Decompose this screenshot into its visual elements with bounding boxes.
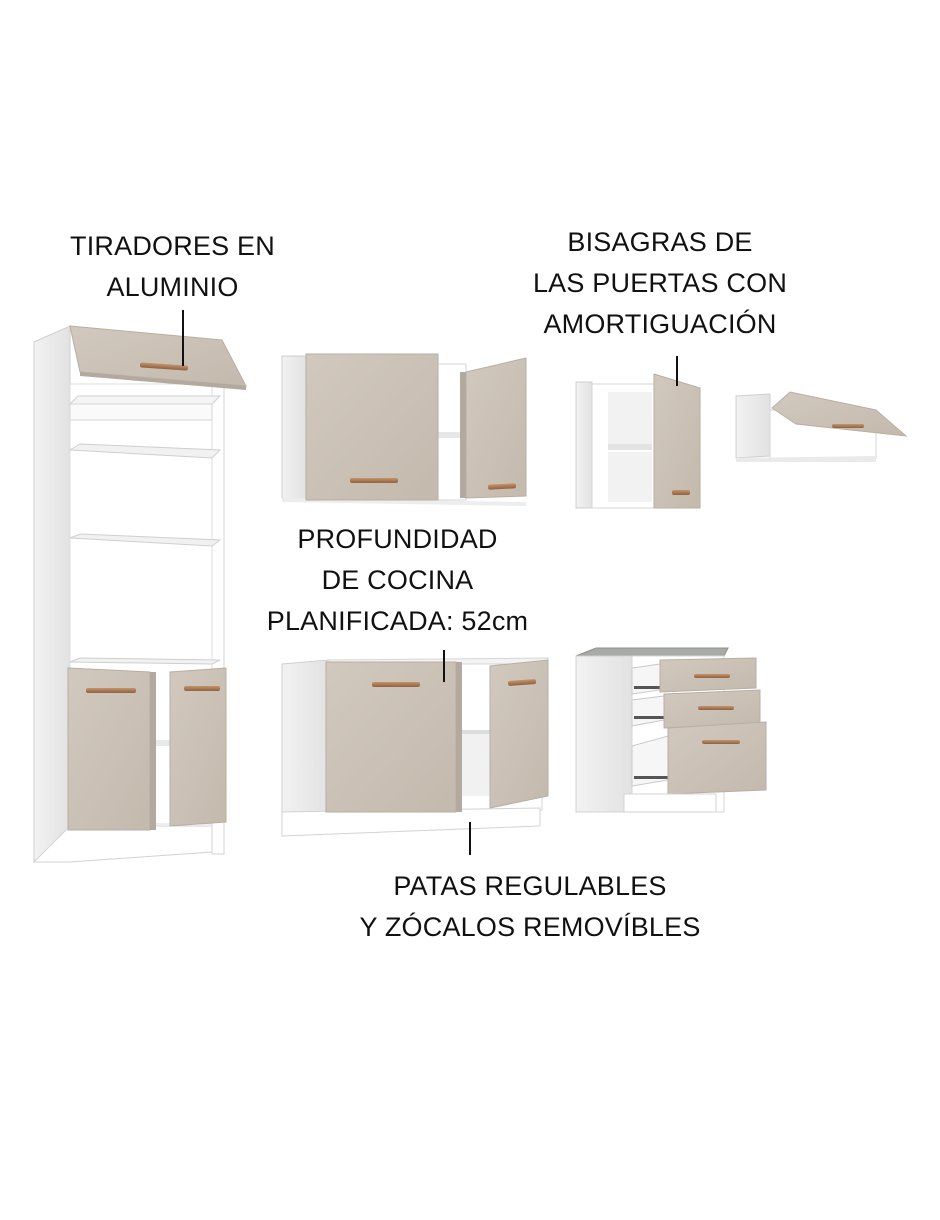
base-drawer-cabinet <box>575 647 767 813</box>
upper-one-door-cabinet <box>575 373 701 509</box>
tall-tower-cabinet <box>32 325 247 863</box>
hinges-callout-label: BISAGRAS DE LAS PUERTAS CON AMORTIGUACIÓ… <box>532 227 788 339</box>
base-two-door-cabinet <box>281 657 549 837</box>
depth-callout-label: PROFUNDIDAD DE COCINA PLANIFICADA: 52cm <box>266 524 529 636</box>
upper-flap-cabinet <box>735 391 908 462</box>
upper-two-door-cabinet <box>281 353 527 506</box>
legs-callout-label: PATAS REGULABLES Y ZÓCALOS REMOVÍBLES <box>359 871 701 942</box>
handles-callout-label: TIRADORES EN ALUMINIO <box>70 231 275 302</box>
